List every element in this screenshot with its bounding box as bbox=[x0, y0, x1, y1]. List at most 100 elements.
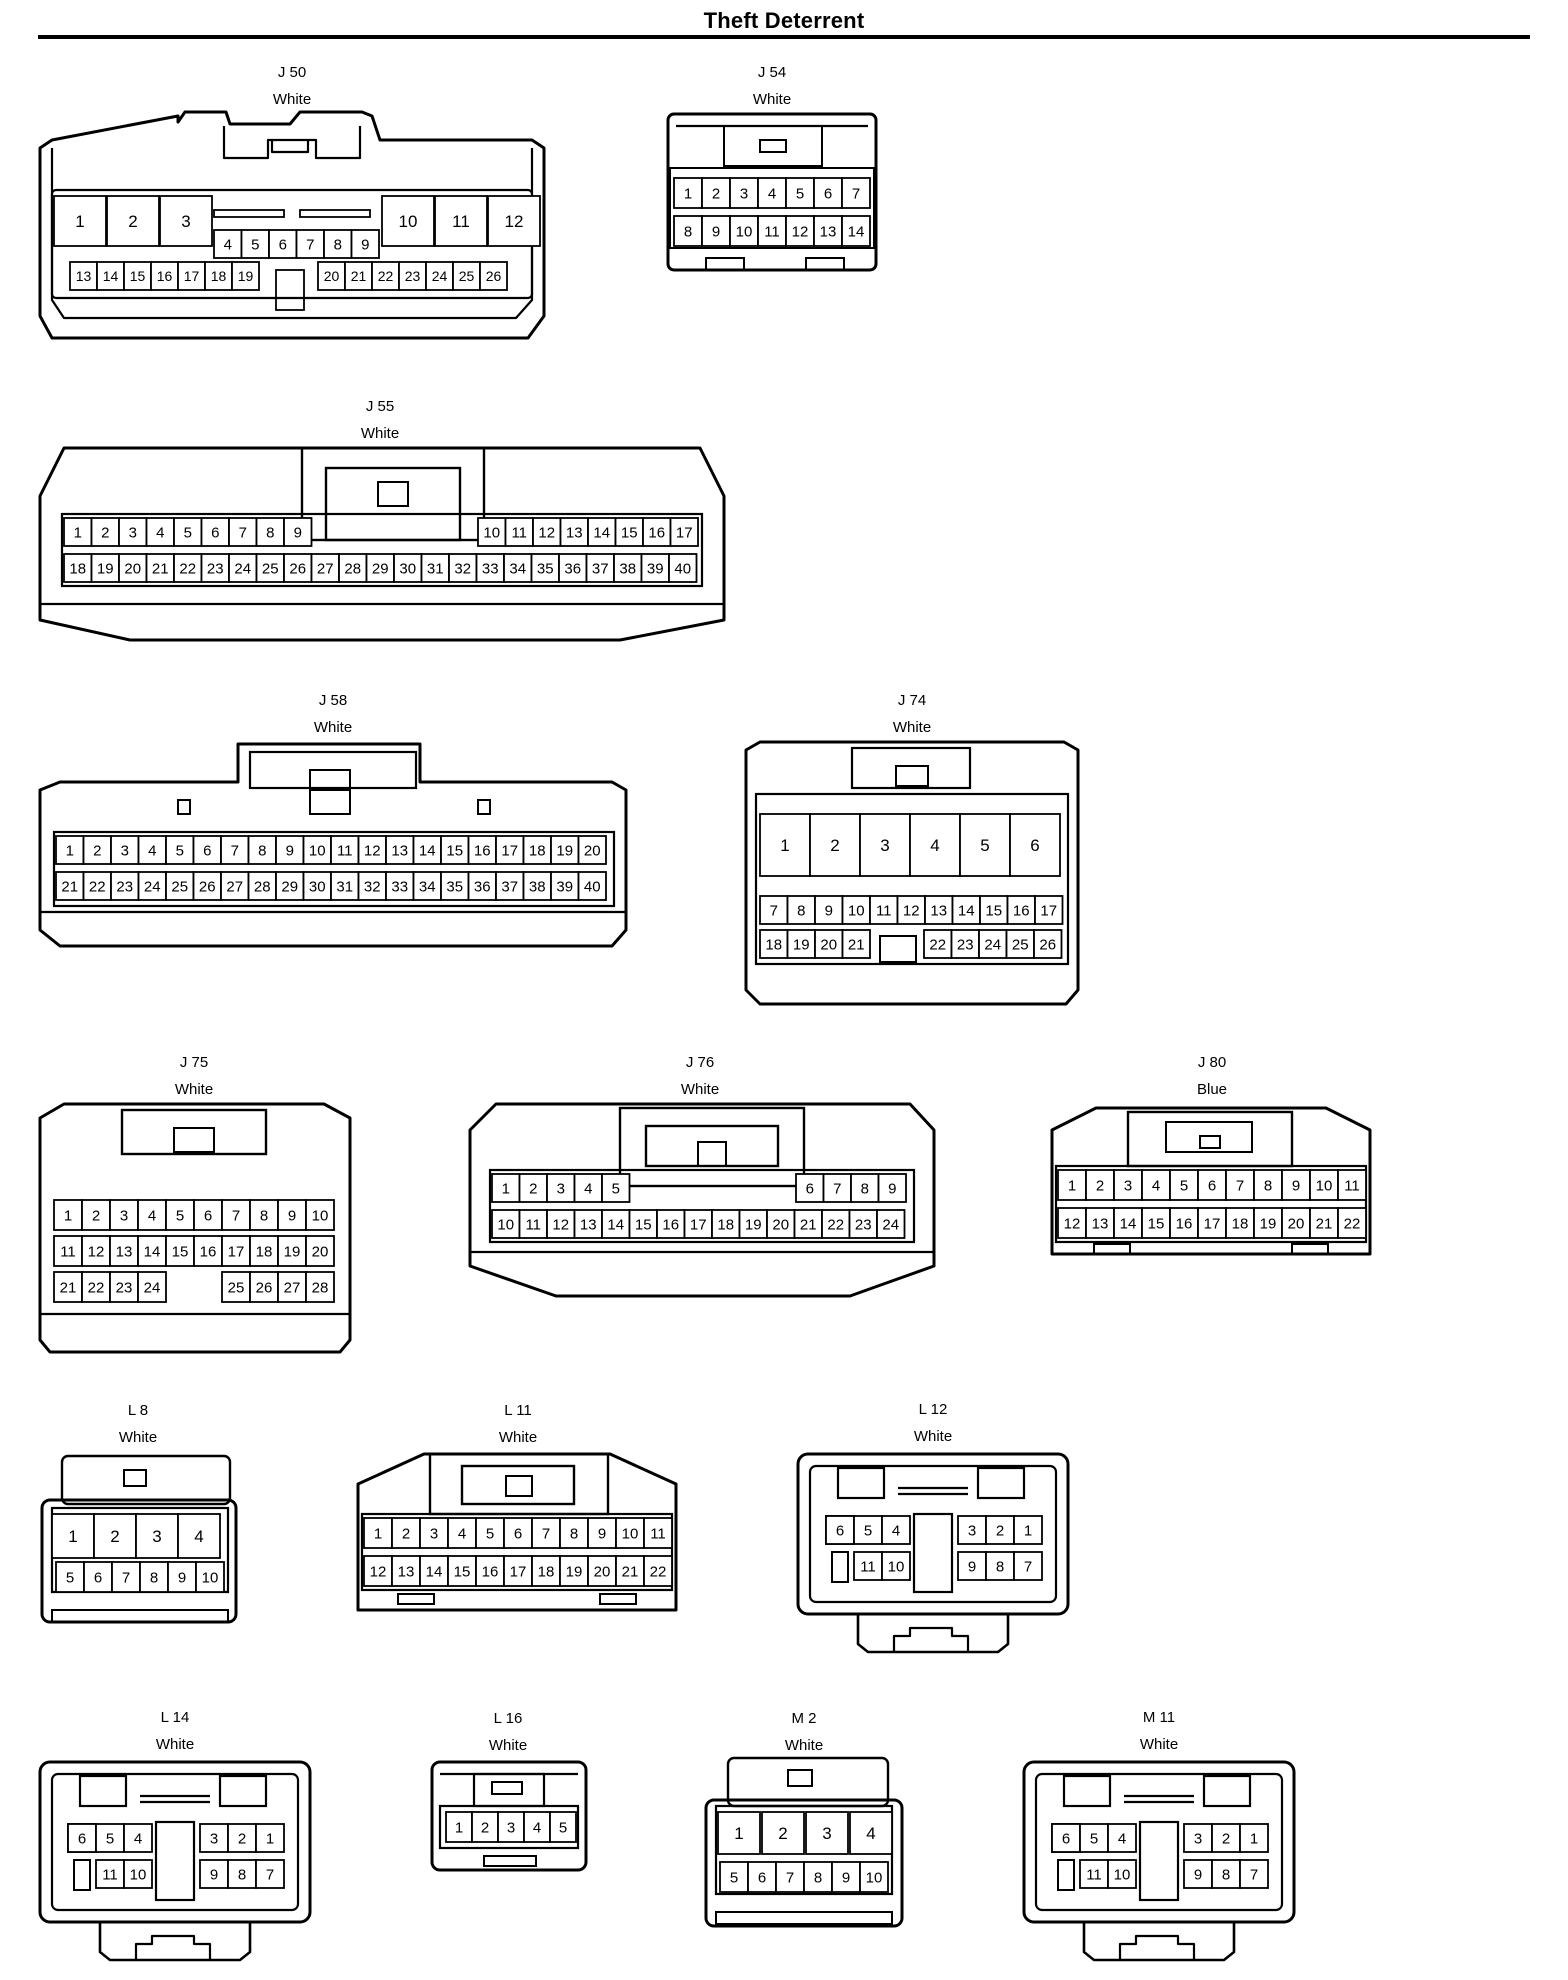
pin-number: 18 bbox=[717, 1216, 734, 1233]
pin-number: 13 bbox=[580, 1216, 597, 1233]
pin-number: 30 bbox=[309, 878, 326, 895]
pin-number: 11 bbox=[764, 223, 780, 240]
connector-color: White bbox=[273, 91, 311, 108]
pin-number: 2 bbox=[110, 1527, 119, 1546]
pin-number: 15 bbox=[985, 902, 1002, 919]
pin-number: 2 bbox=[830, 836, 839, 855]
pin-number: 8 bbox=[334, 236, 342, 253]
connector-id: J 50 bbox=[278, 64, 306, 81]
pin-number: 7 bbox=[1236, 1177, 1244, 1194]
pin-number: 20 bbox=[820, 936, 837, 953]
pin-number: 27 bbox=[226, 878, 243, 895]
pin-number: 9 bbox=[361, 236, 369, 253]
pin-number: 13 bbox=[391, 842, 408, 859]
pin-number: 28 bbox=[344, 560, 361, 577]
pin-number: 10 bbox=[483, 524, 500, 541]
pin-number: 18 bbox=[529, 842, 546, 859]
pin-number: 4 bbox=[866, 1824, 875, 1843]
pin-number: 7 bbox=[786, 1869, 794, 1886]
pin-number: 9 bbox=[286, 842, 294, 859]
pin-number: 25 bbox=[459, 268, 475, 284]
pin-number: 3 bbox=[507, 1819, 515, 1836]
pin-number: 37 bbox=[592, 560, 609, 577]
pin-number: 17 bbox=[228, 1243, 245, 1260]
pin-number: 9 bbox=[968, 1558, 976, 1575]
pin-number: 2 bbox=[128, 212, 137, 231]
pin-number: 5 bbox=[176, 1207, 184, 1224]
pin-number: 5 bbox=[106, 1830, 114, 1847]
pin-number: 11 bbox=[102, 1866, 118, 1883]
pin-number: 31 bbox=[427, 560, 444, 577]
pin-number: 5 bbox=[1180, 1177, 1188, 1194]
pin-number: 22 bbox=[929, 936, 946, 953]
pin-number: 17 bbox=[676, 524, 693, 541]
pin-number: 24 bbox=[432, 268, 448, 284]
connector-color: White bbox=[681, 1081, 719, 1098]
pin-number: 9 bbox=[712, 223, 720, 240]
pin-number: 21 bbox=[800, 1216, 817, 1233]
pin-number: 10 bbox=[309, 842, 326, 859]
pin-number: 12 bbox=[1064, 1215, 1081, 1232]
pin-number: 22 bbox=[88, 1279, 105, 1296]
pin-number: 5 bbox=[730, 1869, 738, 1886]
pin-number: 1 bbox=[64, 1207, 72, 1224]
pin-number: 4 bbox=[768, 185, 776, 202]
pin-number: 4 bbox=[224, 236, 232, 253]
pin-number: 13 bbox=[566, 524, 583, 541]
connector-id: M 11 bbox=[1143, 1709, 1175, 1726]
pin-number: 9 bbox=[210, 1866, 218, 1883]
pin-number: 8 bbox=[861, 1180, 869, 1197]
pin-number: 7 bbox=[232, 1207, 240, 1224]
pin-number: 15 bbox=[621, 524, 638, 541]
pin-number: 4 bbox=[584, 1180, 592, 1197]
pin-number: 27 bbox=[284, 1279, 301, 1296]
pin-number: 14 bbox=[144, 1243, 161, 1260]
pin-number: 1 bbox=[1068, 1177, 1076, 1194]
connector-id: L 16 bbox=[494, 1710, 523, 1727]
pin-number: 11 bbox=[860, 1558, 876, 1575]
pin-number: 36 bbox=[474, 878, 491, 895]
pin-number: 19 bbox=[745, 1216, 762, 1233]
pin-number: 29 bbox=[281, 878, 298, 895]
pin-number: 9 bbox=[288, 1207, 296, 1224]
connector-l12: 66541110321987 bbox=[796, 1452, 1070, 1654]
pin-number: 11 bbox=[60, 1243, 76, 1260]
pin-number: 32 bbox=[454, 560, 471, 577]
connector-color: White bbox=[314, 719, 352, 736]
connector-id: J 75 bbox=[180, 1054, 208, 1071]
pin-number: 5 bbox=[486, 1525, 494, 1542]
connector-id: J 76 bbox=[686, 1054, 714, 1071]
pin-number: 2 bbox=[101, 524, 109, 541]
pin-number: 1 bbox=[75, 212, 84, 231]
pin-number: 23 bbox=[116, 878, 133, 895]
pin-number: 18 bbox=[69, 560, 86, 577]
pin-number: 20 bbox=[584, 842, 601, 859]
connector-id: L 12 bbox=[919, 1401, 948, 1418]
pin-number: 11 bbox=[1344, 1177, 1360, 1194]
pin-number: 6 bbox=[758, 1869, 766, 1886]
pin-number: 8 bbox=[684, 223, 692, 240]
pin-number: 6 bbox=[78, 1830, 86, 1847]
connector-id: J 80 bbox=[1198, 1054, 1226, 1071]
pin-number: 6 bbox=[514, 1525, 522, 1542]
pin-number: 16 bbox=[474, 842, 491, 859]
pin-number: 21 bbox=[61, 878, 78, 895]
pin-number: 24 bbox=[144, 1279, 161, 1296]
pin-number: 25 bbox=[228, 1279, 245, 1296]
pin-number: 26 bbox=[1039, 936, 1056, 953]
connector-color: White bbox=[785, 1737, 823, 1754]
pin-number: 15 bbox=[446, 842, 463, 859]
connector-id: L 11 bbox=[504, 1402, 532, 1419]
pin-number: 4 bbox=[1118, 1830, 1126, 1847]
pin-number: 11 bbox=[650, 1525, 666, 1542]
pin-number: 17 bbox=[1204, 1215, 1221, 1232]
pin-number: 3 bbox=[430, 1525, 438, 1542]
pin-number: 36 bbox=[564, 560, 581, 577]
pin-number: 8 bbox=[266, 524, 274, 541]
pin-number: 3 bbox=[880, 836, 889, 855]
pin-number: 9 bbox=[598, 1525, 606, 1542]
pin-number: 10 bbox=[312, 1207, 329, 1224]
